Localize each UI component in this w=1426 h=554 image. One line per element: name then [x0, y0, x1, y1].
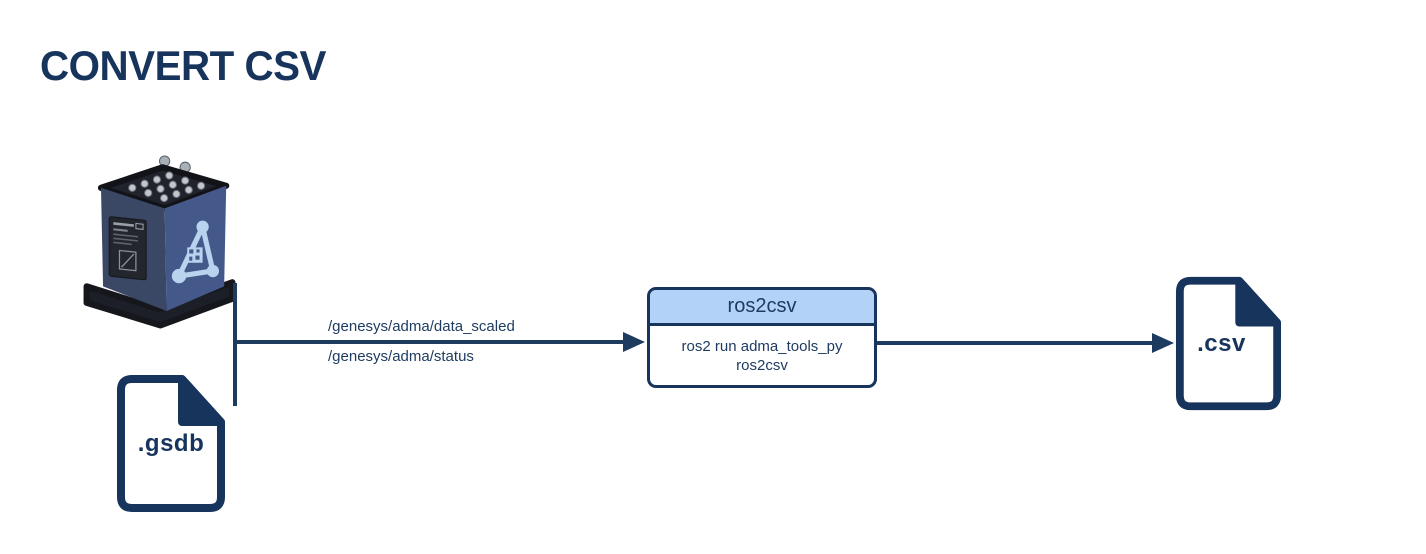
document-file-icon	[1175, 276, 1282, 411]
ros2csv-node-title: ros2csv	[650, 290, 874, 326]
csv-file-label: .csv	[1197, 329, 1246, 357]
topic-label-status: /genesys/adma/status	[328, 348, 474, 365]
command-line-1: ros2 run adma_tools_py	[681, 337, 843, 355]
adma-sensor-photo-icon	[83, 155, 236, 329]
document-file-icon	[117, 375, 225, 512]
gsdb-file-label: .gsdb	[137, 429, 205, 457]
ros2csv-node-box: ros2csv ros2 run adma_tools_py ros2csv	[647, 287, 877, 388]
gsdb-file: .gsdb	[116, 374, 226, 513]
output-arrow-head-icon	[1152, 333, 1174, 353]
output-arrow-line	[877, 341, 1153, 345]
command-line-2: ros2csv	[736, 356, 788, 374]
topics-arrow-head-icon	[623, 332, 645, 352]
page-title: CONVERT CSV	[40, 42, 326, 89]
csv-file: .csv	[1175, 275, 1282, 412]
adma-sensor-device-image	[82, 155, 237, 350]
topic-label-data-scaled: /genesys/adma/data_scaled	[328, 318, 515, 335]
source-bracket-line	[233, 283, 237, 406]
topics-arrow-line	[235, 340, 624, 344]
ros2csv-node-command: ros2 run adma_tools_py ros2csv	[650, 326, 874, 385]
